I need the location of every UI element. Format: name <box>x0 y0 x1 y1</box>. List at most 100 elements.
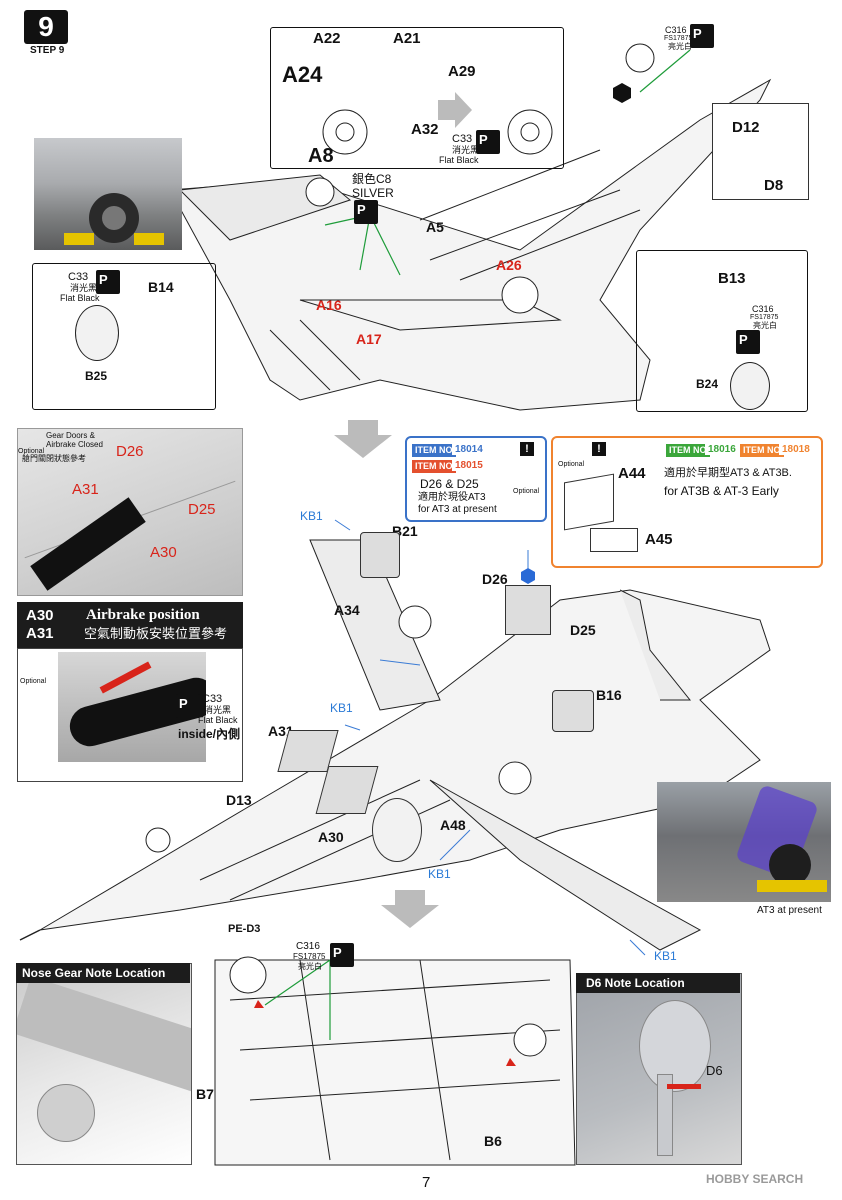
part-b24: B24 <box>696 377 719 391</box>
part-a34: A34 <box>334 602 360 618</box>
item-orange-optional: Optional <box>558 461 585 468</box>
airbrake-title-zh: 空氣制動板安裝位置參考 <box>84 626 228 641</box>
d6-note-title: D6 Note Location <box>586 976 685 990</box>
item-label-4: ITEM NO <box>740 444 784 457</box>
airbrake-optional: Optional <box>20 678 47 685</box>
gd-part-a31: A31 <box>72 481 99 498</box>
d6-part-label: D6 <box>706 1063 723 1078</box>
part-a45: A45 <box>645 531 673 548</box>
d6-note-box <box>576 973 742 1165</box>
part-a44: A44 <box>618 465 646 482</box>
airbrake-paint-jp: 消光黑 <box>204 705 232 715</box>
step-number-badge: 9 <box>24 10 68 44</box>
hex-marker-top <box>613 83 631 103</box>
part-a26: A26 <box>496 257 522 273</box>
b13-inset-box <box>636 250 808 412</box>
part-b16: B16 <box>596 687 622 703</box>
b14-inset-box <box>32 263 216 410</box>
b14-paint-jp: 消光黑 <box>70 283 98 293</box>
b13-paint-fs: FS17875 <box>750 314 779 321</box>
part-a30-lower: A30 <box>318 829 344 845</box>
part-a48: A48 <box>440 817 466 833</box>
airbrake-panel-header <box>17 602 243 648</box>
airbrake-paint-code: C33 <box>202 693 223 705</box>
a45-drawing <box>590 528 638 552</box>
photo-caption: AT3 at present <box>757 905 822 916</box>
b14-paint-code: C33 <box>68 271 89 283</box>
wheel-lower-b <box>498 761 532 795</box>
part-b13: B13 <box>718 270 746 287</box>
part-a21: A21 <box>393 30 421 47</box>
wheel-b25-drawing <box>75 305 119 361</box>
item-blue-optional: Optional <box>513 488 540 495</box>
bottom-detail-airframe <box>214 959 576 1166</box>
gear-photo-top <box>34 138 182 250</box>
part-a22: A22 <box>313 30 341 47</box>
lower-tail <box>619 589 692 701</box>
part-b21-drawing <box>360 532 400 578</box>
lower-aircraft-fuselage <box>39 589 771 931</box>
item-label-3: ITEM NO <box>666 444 710 457</box>
part-a32: A32 <box>411 121 439 138</box>
gear-doors-title-zh: 艙門關閉狀態參考 <box>22 454 86 463</box>
nose-gear-note-box <box>16 963 192 1165</box>
top-inset-box <box>270 27 564 169</box>
bottom-paint-code: C316 <box>296 941 320 952</box>
right-arrow-top-inset <box>438 92 472 128</box>
gear-doors-title-2: Airbrake Closed <box>46 440 103 449</box>
warning-icon: ! <box>520 442 534 456</box>
silver-zh: 銀色C8 <box>352 172 392 186</box>
paint-icon: P <box>176 694 200 718</box>
part-a8: A8 <box>308 145 334 167</box>
down-arrow-2 <box>381 890 439 928</box>
paint-icon: P <box>690 24 714 48</box>
part-b16-drawing <box>552 690 594 732</box>
page-number: 7 <box>422 1174 431 1191</box>
gd-part-a30: A30 <box>150 544 177 561</box>
part-d25-lower: D25 <box>570 622 596 638</box>
wheel-nose <box>145 827 171 853</box>
item-number-18018: 18018 <box>779 444 813 455</box>
step-number: 9 <box>38 11 54 42</box>
paint-c316-fs: FS17875 <box>664 35 693 42</box>
paint-icon: P <box>96 270 120 294</box>
wheel-bottom-left <box>229 956 267 994</box>
d6-note-header <box>576 973 740 993</box>
part-a5: A5 <box>426 219 444 235</box>
part-d8: D8 <box>764 177 784 194</box>
wheel-upper-left <box>305 177 335 207</box>
item-number-18014: 18014 <box>452 444 486 455</box>
part-a17: A17 <box>356 331 382 347</box>
item-blue-zh: 適用於現役AT3 <box>418 492 486 503</box>
bottom-paint-fs: FS17875 <box>293 952 326 961</box>
part-d26-lower: D26 <box>482 571 508 587</box>
wheel-b24-drawing <box>730 362 770 410</box>
d12-inset-box <box>712 103 809 200</box>
paint-icon: P <box>476 130 500 154</box>
kb1-label: KB1 <box>654 949 677 963</box>
main-wheel-top-inset-2 <box>507 109 553 155</box>
down-arrow-1 <box>334 420 392 458</box>
paint-c316-jp: 亮光白 <box>668 42 692 51</box>
item-label-2: ITEM NO <box>412 460 456 473</box>
wheel-lower-a <box>398 605 432 639</box>
item-blue-en: for AT3 at present <box>418 504 497 515</box>
gear-doors-panel <box>17 428 243 596</box>
nose-gear-note-header <box>16 963 190 983</box>
part-pe-d3: PE-D3 <box>228 923 261 935</box>
b13-paint-jp: 亮光白 <box>753 321 777 330</box>
watermark: HOBBY SEARCH <box>706 1172 804 1186</box>
step-label: STEP 9 <box>30 45 65 56</box>
kb1-label: KB1 <box>300 509 323 523</box>
part-b14: B14 <box>148 279 174 295</box>
item-blue-parts: D26 & D25 <box>420 477 479 491</box>
warning-icon: ! <box>592 442 606 456</box>
part-d26-drawing <box>505 585 551 635</box>
paint-c33-code: C33 <box>452 133 473 145</box>
b14-paint-name: Flat Black <box>60 293 100 303</box>
gear-doors-title-1: Gear Doors & <box>46 431 95 440</box>
paint-c316-code: C316 <box>665 25 687 35</box>
main-wheel-top-inset-1 <box>322 109 368 155</box>
airbrake-paint-name: Flat Black <box>198 715 238 725</box>
paint-icon: P <box>736 330 760 354</box>
